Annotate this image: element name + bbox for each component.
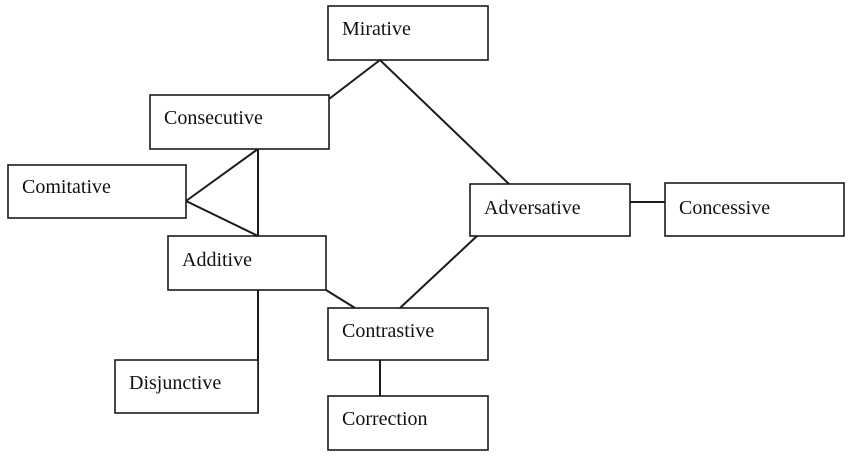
node-concessive: Concessive (664, 182, 845, 237)
node-label-comitative: Comitative (22, 176, 111, 198)
edge-comitative-additive (185, 200, 259, 237)
edge-adversative-contrastive (399, 235, 478, 309)
node-correction: Correction (327, 395, 489, 451)
node-label-correction: Correction (342, 408, 428, 430)
node-label-additive: Additive (182, 249, 252, 271)
node-comitative: Comitative (7, 164, 187, 219)
node-mirative: Mirative (327, 5, 489, 61)
edge-mirative-consecutive (328, 59, 381, 100)
edges (185, 59, 665, 413)
node-disjunctive: Disjunctive (114, 359, 259, 414)
edge-consecutive-comitative (185, 148, 259, 202)
node-label-concessive: Concessive (679, 197, 770, 219)
edge-mirative-adversative (379, 59, 510, 185)
node-label-adversative: Adversative (484, 197, 581, 219)
node-label-mirative: Mirative (342, 18, 411, 40)
node-consecutive: Consecutive (149, 94, 330, 150)
node-additive: Additive (167, 235, 327, 291)
node-label-consecutive: Consecutive (164, 107, 263, 129)
edge-additive-contrastive (325, 289, 356, 309)
node-adversative: Adversative (469, 183, 631, 237)
node-contrastive: Contrastive (327, 307, 489, 361)
node-label-contrastive: Contrastive (342, 320, 434, 342)
node-label-disjunctive: Disjunctive (129, 372, 221, 394)
